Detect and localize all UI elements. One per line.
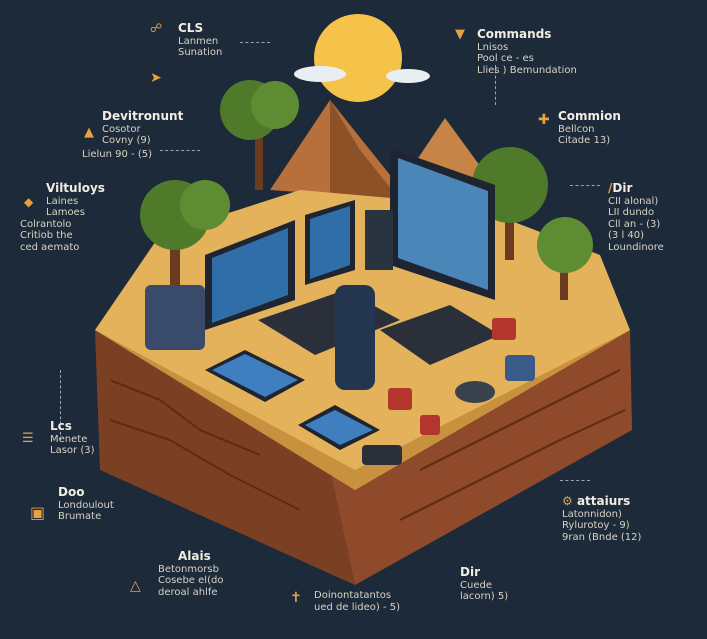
device	[505, 355, 535, 381]
label-alais: △ Alais Betonmorsb Cosebe el(do deroal a…	[130, 549, 224, 598]
keyboard	[380, 305, 500, 365]
cloud	[386, 69, 430, 83]
leader-line	[495, 65, 496, 105]
slash-icon: /	[608, 181, 613, 195]
tree	[537, 217, 593, 273]
label-devironunt: ▲ Devitronunt Cosotor Covny (9) Lielun 9…	[82, 109, 184, 160]
label-attairs: ⚙ attaiurs Latonnidon) Rylurotoy - 9) 9r…	[562, 494, 642, 543]
device	[362, 445, 402, 465]
label-lcs: ☰ Lcs Menete Lasor (3)	[22, 419, 95, 457]
label-domentations: ✝ Doinontatantos ued de lideo) - 5)	[290, 590, 401, 613]
mouse	[455, 381, 495, 403]
sun	[314, 14, 402, 102]
pc-tower	[365, 210, 393, 270]
mug	[388, 388, 412, 410]
label-viltuloys: ◆ Viltuloys Laines Lamoes Colrantolo Cri…	[20, 181, 105, 253]
island-rock	[95, 330, 355, 585]
pot	[145, 285, 205, 350]
leader-line	[160, 150, 200, 151]
pin-icon: ✝	[290, 590, 302, 606]
bell-icon: △	[130, 578, 141, 594]
thermos	[335, 285, 375, 390]
bird-icon: ➤	[150, 70, 162, 86]
mug	[492, 318, 516, 340]
leader-line	[60, 370, 61, 440]
label-cls: ☍ ➤ CLS Lanmen Sunation	[150, 21, 223, 86]
funnel-icon: ▼	[455, 27, 465, 42]
link-icon: ☍	[150, 21, 163, 35]
gear-icon: ⚙	[562, 494, 577, 508]
label-commion: ✚ Commion Bellcon Citade 13)	[538, 109, 621, 147]
rock-texture	[109, 369, 626, 521]
leader-line	[570, 185, 600, 186]
cloud	[294, 66, 346, 82]
mug	[420, 415, 440, 435]
label-dir-right: /Dir CII alonal) LII dundo Cll an - (3) …	[608, 181, 664, 253]
leader-line	[560, 480, 590, 481]
label-dir-bottom: Dir Cuede lacorn) 5)	[460, 565, 509, 603]
island-rock	[330, 330, 632, 585]
mountain	[330, 100, 400, 200]
label-commands: ▼ Commands Lnisos Pool ce - es Llies ) B…	[455, 27, 577, 76]
cone-icon: ▲	[84, 125, 94, 140]
box-icon: ▣	[30, 503, 46, 522]
leader-line	[240, 42, 270, 43]
bracket-icon: ✚	[538, 112, 550, 128]
list-icon: ☰	[22, 431, 34, 446]
tag-icon: ◆	[24, 195, 34, 209]
label-doo: ▣ Doo Londoulout Brumate	[30, 485, 114, 523]
